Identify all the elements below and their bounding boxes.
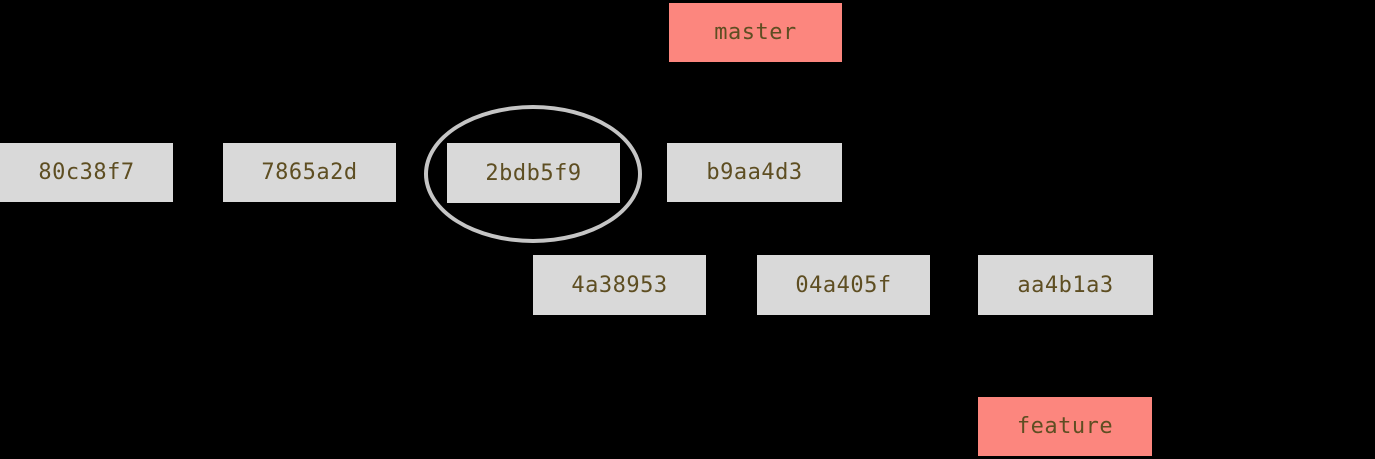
highlight-ellipse — [424, 105, 642, 243]
branch-label-master: master — [669, 3, 842, 62]
commit-hash: b9aa4d3 — [706, 160, 803, 185]
commit-hash: 04a405f — [795, 272, 892, 298]
commit-node-aa4b1a3: aa4b1a3 — [978, 255, 1153, 315]
commit-node-4a38953: 4a38953 — [533, 255, 706, 315]
commit-node-04a405f: 04a405f — [757, 255, 930, 315]
commit-hash: 4a38953 — [571, 272, 668, 298]
commit-hash: 7865a2d — [261, 160, 358, 185]
branch-label-feature: feature — [978, 397, 1152, 456]
commit-node-b9aa4d3: b9aa4d3 — [667, 143, 842, 202]
branch-name: master — [714, 20, 797, 45]
commit-node-80c38f7: 80c38f7 — [0, 143, 173, 202]
commit-node-7865a2d: 7865a2d — [223, 143, 396, 202]
branch-name: feature — [1016, 414, 1114, 439]
commit-hash: aa4b1a3 — [1017, 272, 1114, 298]
commit-hash: 80c38f7 — [38, 160, 135, 185]
